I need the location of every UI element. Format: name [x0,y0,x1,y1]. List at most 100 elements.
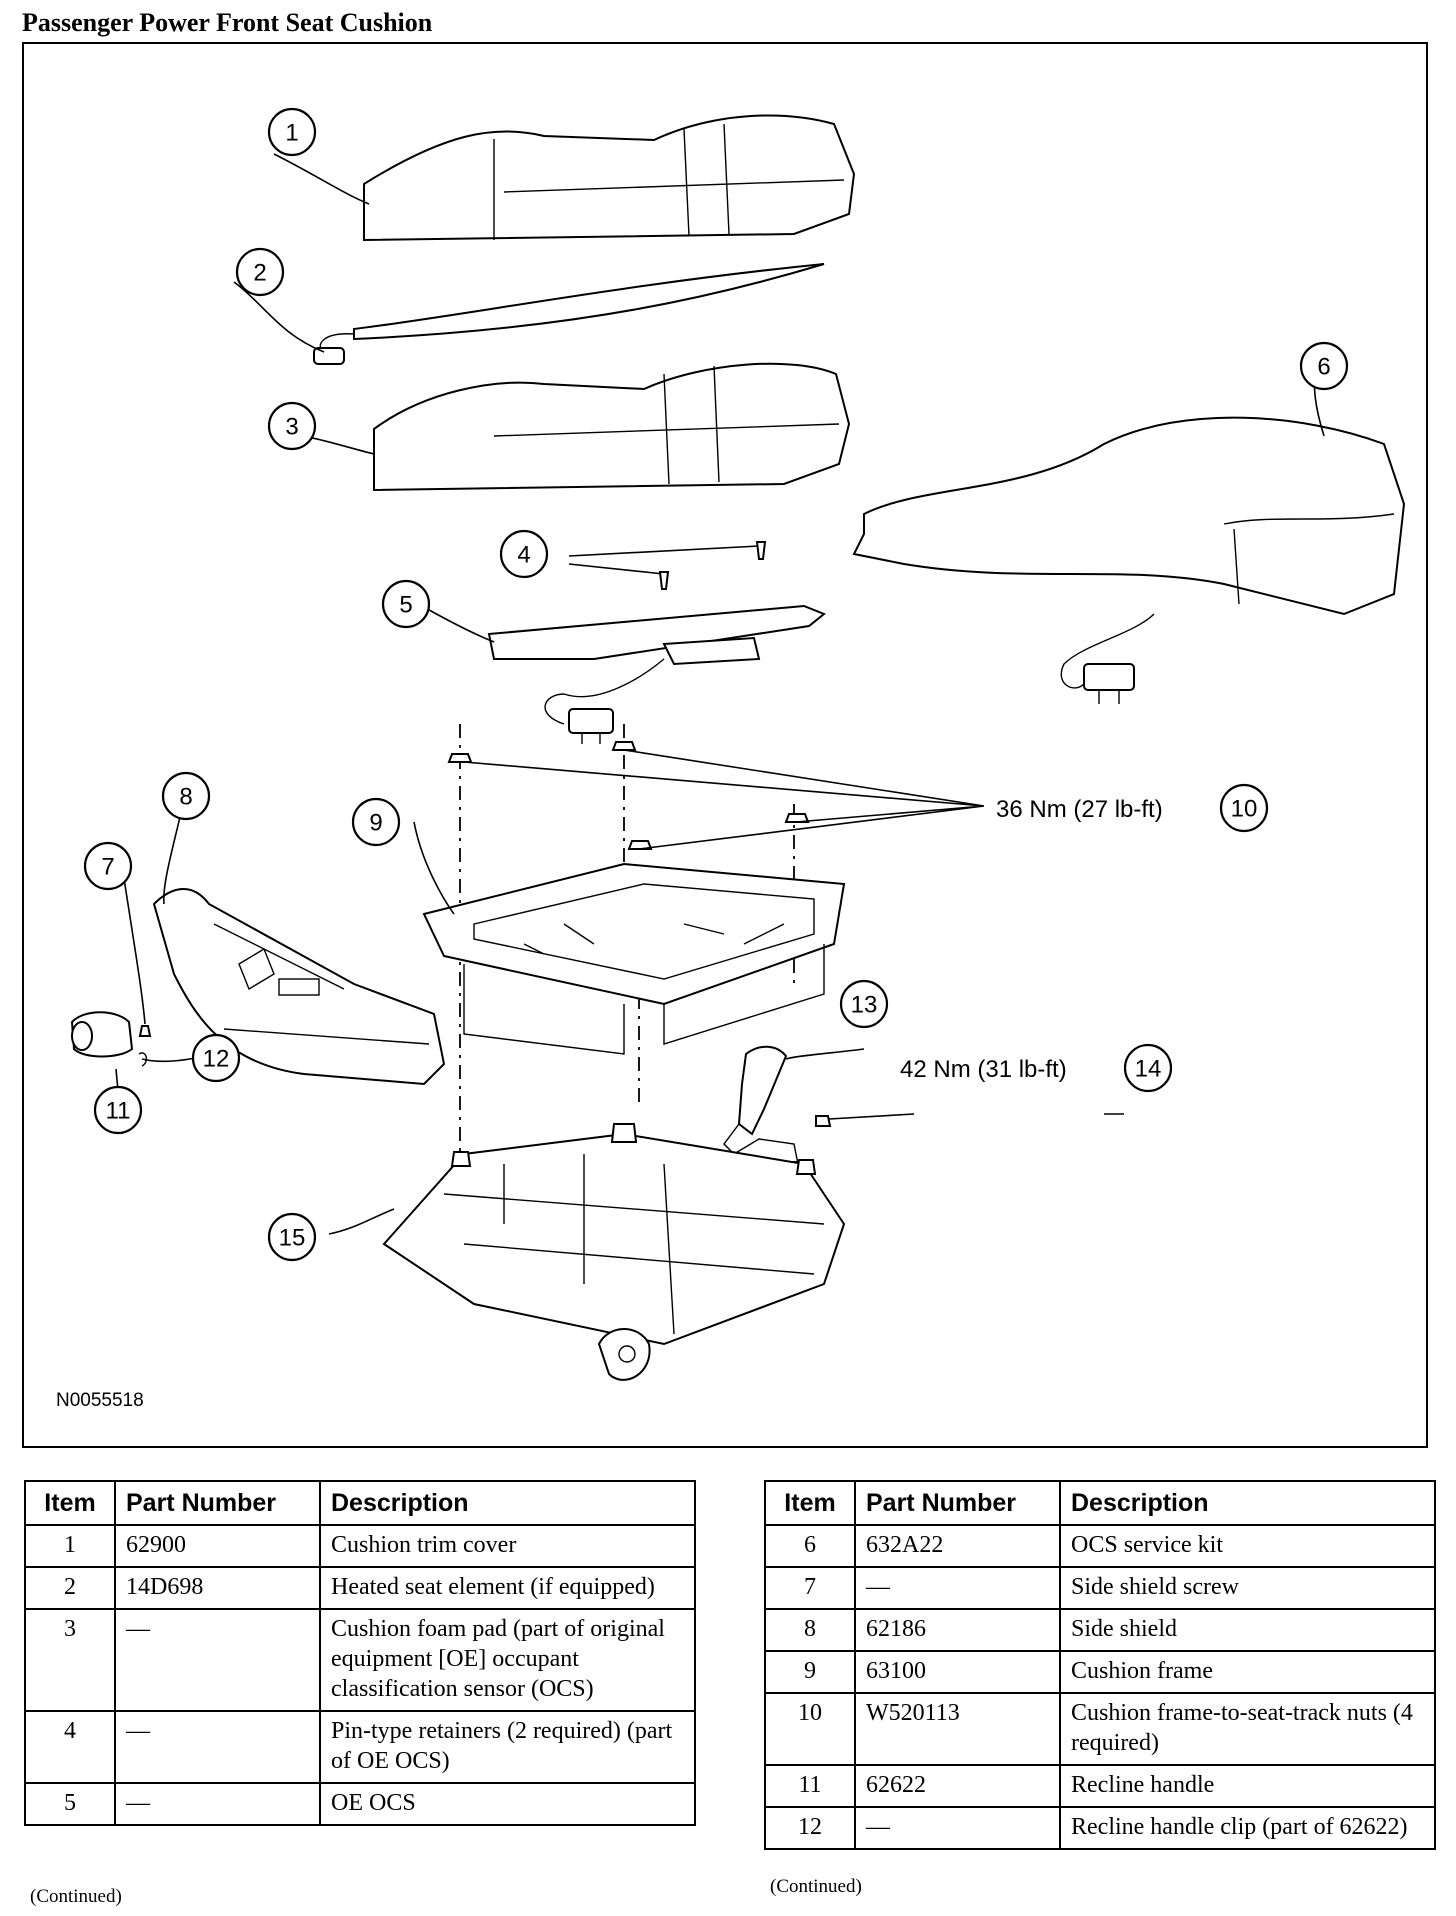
callout-14-label: 14 [1135,1056,1162,1083]
callout-9: 9 [351,797,401,847]
row-item: 8 [764,1608,856,1652]
row-part-number: — [114,1710,321,1784]
callout-8-label: 8 [179,784,192,811]
row-description: Recline handle [1059,1764,1436,1808]
seat-track-drawing [382,1123,846,1381]
callout-11-label: 11 [106,1098,131,1125]
table-row: 3—Cushion foam pad (part of original equ… [24,1608,696,1712]
callout-12-label: 12 [203,1046,230,1073]
callout-5-label: 5 [399,592,412,619]
row-description: Cushion frame-to-seat-track nuts (4 requ… [1059,1692,1436,1766]
row-item: 7 [764,1566,856,1610]
table-row: 5—OE OCS [24,1782,696,1826]
screw-handle-clip-drawing [70,1011,152,1067]
callout-13-label: 13 [851,992,878,1019]
row-description: OCS service kit [1059,1524,1436,1568]
heated-seat-element-drawing [313,263,825,365]
row-item: 12 [764,1806,856,1850]
cushion-frame-drawing [422,862,846,1055]
side-shield-drawing [152,888,446,1086]
row-part-number: 62186 [854,1608,1061,1652]
callout-4: 4 [499,529,549,579]
exploded-view-figure: 1 2 3 4 5 6 7 8 9 10 11 12 13 14 15 36 N… [22,42,1428,1448]
oe-ocs-drawing [487,604,826,744]
row-item: 6 [764,1524,856,1568]
row-part-number: — [114,1782,321,1826]
frame-nuts-drawing [447,741,1239,850]
torque-label-14: 42 Nm (31 lb-ft) [900,1056,1067,1083]
exploded-view-drawing: 1 2 3 4 5 6 7 8 9 10 11 12 13 14 15 36 N… [70,107,1406,1381]
row-description: Cushion frame [1059,1650,1436,1694]
page-title: Passenger Power Front Seat Cushion [22,8,433,37]
row-description: Side shield screw [1059,1566,1436,1610]
continued-note-left: (Continued) [30,1886,122,1907]
row-description: Cushion foam pad (part of original equip… [319,1608,696,1712]
header-item: Item [24,1480,116,1526]
row-part-number: W520113 [854,1692,1061,1766]
row-item: 10 [764,1692,856,1766]
torque-label-10: 36 Nm (27 lb-ft) [996,796,1163,823]
row-item: 1 [24,1524,116,1568]
row-item: 5 [24,1782,116,1826]
callout-15-label: 15 [279,1225,306,1252]
callout-1: 1 [267,107,317,157]
pin-retainers-drawing [568,541,767,590]
row-part-number: — [854,1806,1061,1850]
row-part-number: 14D698 [114,1566,321,1610]
callout-4-label: 4 [517,542,530,569]
callout-3: 3 [267,401,317,451]
row-item: 4 [24,1710,116,1784]
row-part-number: — [854,1566,1061,1610]
ocs-service-kit-drawing [852,416,1406,704]
row-description: Cushion trim cover [319,1524,696,1568]
row-part-number: 62900 [114,1524,321,1568]
row-part-number: 63100 [854,1650,1061,1694]
callout-12: 12 [191,1033,241,1083]
callout-7-label: 7 [101,854,114,881]
callout-6-label: 6 [1317,354,1330,381]
table-row: 4—Pin-type retainers (2 required) (part … [24,1710,696,1784]
callout-8: 8 [161,771,211,821]
header-part-number: Part Number [854,1480,1061,1526]
cushion-trim-cover-drawing [363,114,856,242]
row-part-number: 632A22 [854,1524,1061,1568]
row-description: Heated seat element (if equipped) [319,1566,696,1610]
callout-15: 15 [267,1212,317,1262]
callout-10-label: 10 [1231,796,1258,823]
row-item: 2 [24,1566,116,1610]
callout-9-label: 9 [369,810,382,837]
callout-5: 5 [381,579,431,629]
table-row: 12—Recline handle clip (part of 62622) [764,1806,1436,1850]
table-header-row: Item Part Number Description [764,1480,1436,1526]
row-description: Recline handle clip (part of 62622) [1059,1806,1436,1850]
callout-6: 6 [1299,341,1349,391]
callout-10: 10 [1219,783,1269,833]
header-description: Description [1059,1480,1436,1526]
row-item: 3 [24,1608,116,1712]
header-item: Item [764,1480,856,1526]
row-item: 11 [764,1764,856,1808]
callout-2-label: 2 [253,260,266,287]
row-description: Pin-type retainers (2 required) (part of… [319,1710,696,1784]
callout-13: 13 [839,979,889,1029]
callout-3-label: 3 [285,414,298,441]
callout-2: 2 [235,247,285,297]
header-part-number: Part Number [114,1480,321,1526]
row-part-number: 62622 [854,1764,1061,1808]
row-description: OE OCS [319,1782,696,1826]
table-header-row: Item Part Number Description [24,1480,696,1526]
header-description: Description [319,1480,696,1526]
cushion-foam-pad-drawing [373,362,851,492]
continued-note-right: (Continued) [770,1876,862,1897]
row-item: 9 [764,1650,856,1694]
callout-1-label: 1 [285,120,298,147]
row-part-number: — [114,1608,321,1712]
callout-7: 7 [83,841,133,891]
